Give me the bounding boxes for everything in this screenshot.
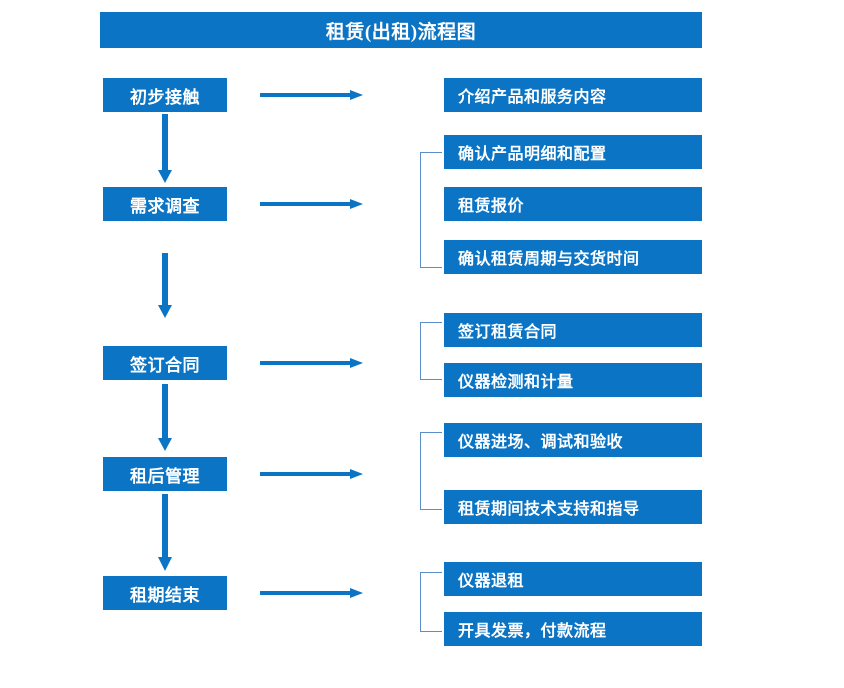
horizontal-arrow-lease-end xyxy=(260,588,363,598)
detail-box-instrument-return[interactable]: 仪器退租 xyxy=(444,562,702,596)
detail-box-instrument-entry-debug-acceptance[interactable]: 仪器进场、调试和验收 xyxy=(444,423,702,457)
stage-box-initial-contact[interactable]: 初步接触 xyxy=(103,78,227,112)
bracket-post-rental-group xyxy=(420,432,442,510)
detail-box-rental-quote[interactable]: 租赁报价 xyxy=(444,187,702,221)
horizontal-arrow-post-rental-management xyxy=(260,469,363,479)
stage-box-lease-end[interactable]: 租期结束 xyxy=(103,576,227,610)
detail-box-confirm-period-delivery[interactable]: 确认租赁周期与交货时间 xyxy=(444,240,702,274)
diagram-title: 租赁(出租)流程图 xyxy=(100,12,702,48)
detail-box-sign-rental-contract[interactable]: 签订租赁合同 xyxy=(444,313,702,347)
detail-box-introduce-products[interactable]: 介绍产品和服务内容 xyxy=(444,78,702,112)
horizontal-arrow-sign-contract xyxy=(260,358,363,368)
stage-box-sign-contract[interactable]: 签订合同 xyxy=(103,346,227,380)
bracket-lease-end-group xyxy=(420,572,442,632)
horizontal-arrow-initial-contact xyxy=(260,90,363,100)
detail-box-confirm-product-spec[interactable]: 确认产品明细和配置 xyxy=(444,135,702,169)
detail-box-technical-support[interactable]: 租赁期间技术支持和指导 xyxy=(444,490,702,524)
stage-box-post-rental-management[interactable]: 租后管理 xyxy=(103,457,227,491)
vertical-arrow-initial-to-needs xyxy=(158,114,172,183)
vertical-arrow-contract-to-postrental xyxy=(158,384,172,451)
detail-box-invoice-payment[interactable]: 开具发票，付款流程 xyxy=(444,612,702,646)
horizontal-arrow-needs-survey xyxy=(260,199,363,209)
bracket-needs-survey-group xyxy=(420,152,442,268)
stage-box-needs-survey[interactable]: 需求调查 xyxy=(103,187,227,221)
vertical-arrow-postrental-to-leaseend xyxy=(158,494,172,571)
bracket-sign-contract-group xyxy=(420,322,442,380)
vertical-arrow-needs-to-contract xyxy=(158,253,172,318)
detail-box-instrument-inspection[interactable]: 仪器检测和计量 xyxy=(444,363,702,397)
